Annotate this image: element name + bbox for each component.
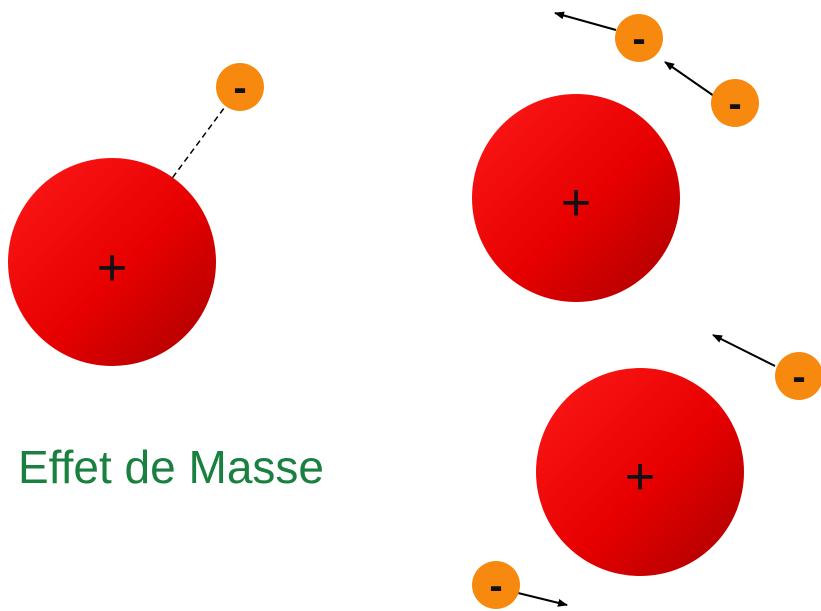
electron-free-2: -: [711, 79, 759, 127]
nucleus-top-right: +: [472, 94, 680, 302]
motion-arrow: [664, 61, 715, 97]
electron-sign: -: [489, 564, 502, 608]
nucleus-sign: +: [561, 174, 591, 232]
electron-sign: -: [233, 66, 246, 110]
motion-arrow: [712, 334, 776, 367]
electron-free-1: -: [615, 14, 663, 62]
nucleus-sign: +: [97, 239, 127, 297]
electron-free-4: -: [472, 561, 520, 609]
motion-arrow: [517, 592, 568, 607]
nucleus-sign: +: [625, 448, 655, 506]
nucleus-left: +: [8, 158, 216, 366]
electron-free-3: -: [775, 352, 821, 400]
diagram-title: Effet de Masse: [18, 441, 324, 493]
motion-arrow: [554, 11, 617, 31]
electron-sign: -: [792, 355, 805, 399]
electron-sign: -: [728, 82, 741, 126]
electron-bound: -: [216, 63, 264, 111]
nucleus-bottom-right: +: [536, 368, 744, 576]
electron-sign: -: [632, 17, 645, 61]
